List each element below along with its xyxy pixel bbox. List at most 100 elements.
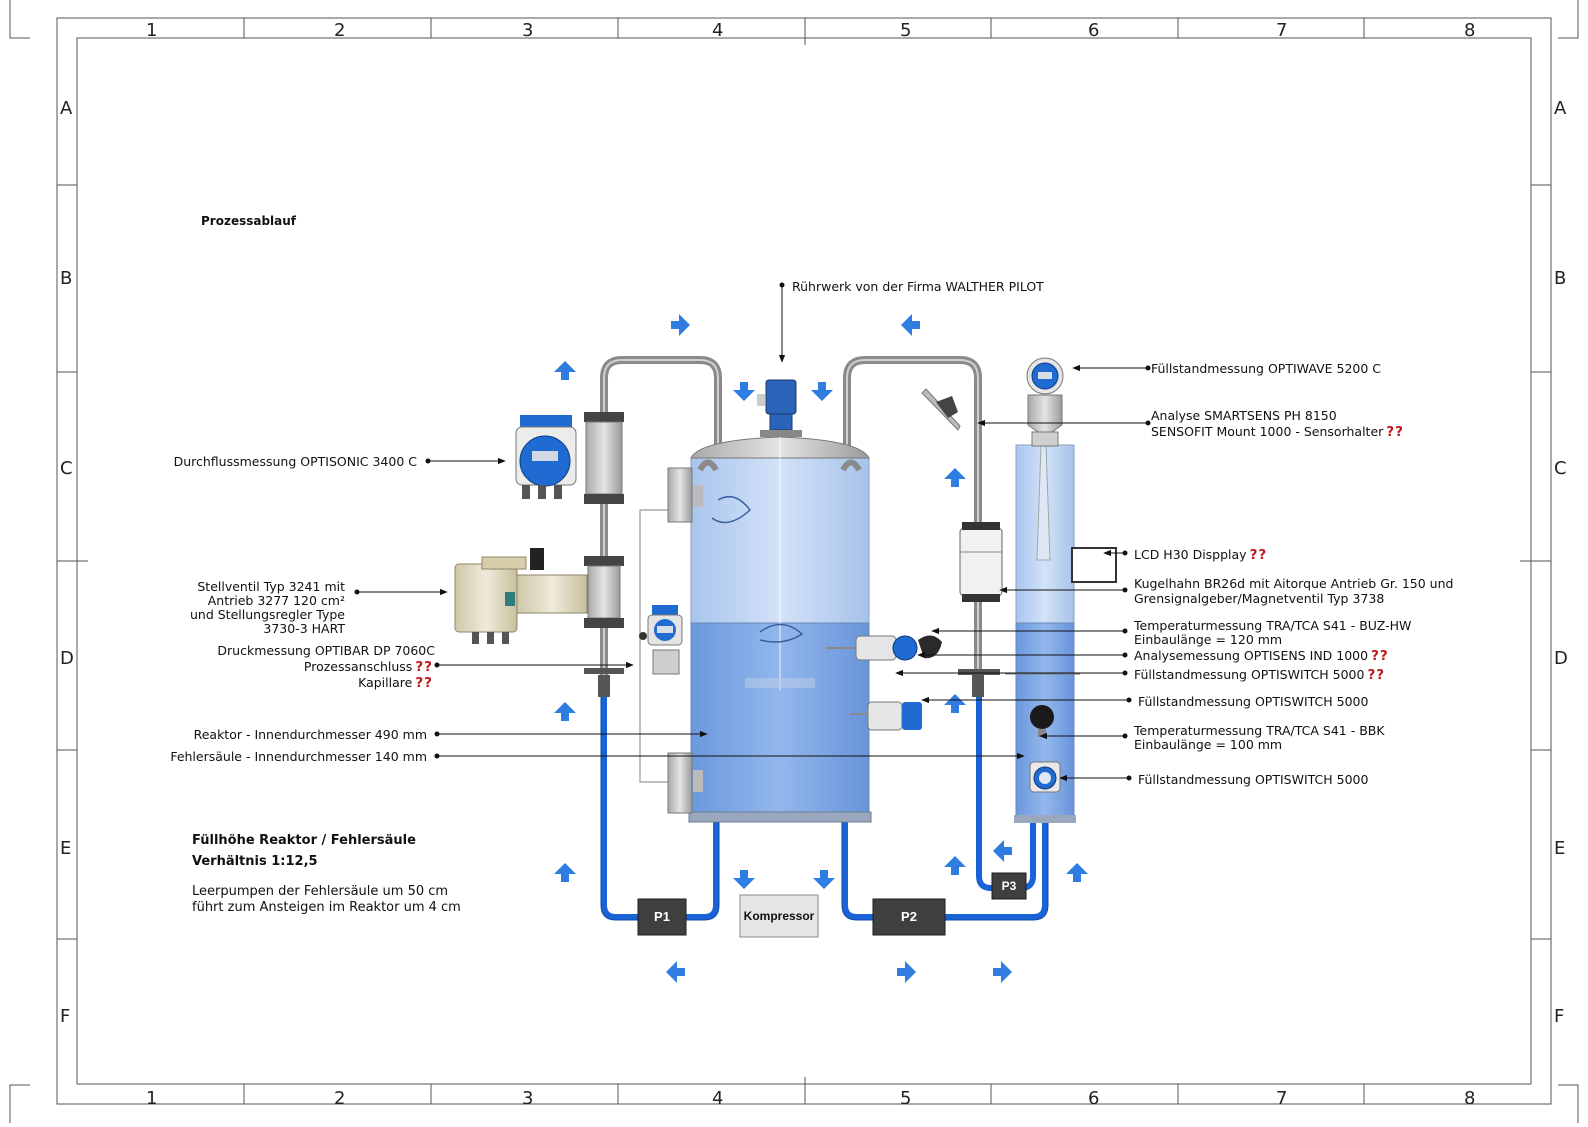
label-optibar-3-text: Kapillare [358, 675, 413, 690]
pump-p1-label: P1 [654, 909, 670, 924]
label-lcd: LCD H30 Dispplay?? [1134, 547, 1267, 563]
notes-heading-2: Verhältnis 1:12,5 [192, 854, 318, 869]
pipe-coupling [598, 675, 610, 697]
flow-arrow-down-icon [733, 870, 755, 889]
flow-arrow-down-icon [813, 870, 835, 889]
flow-arrow-down-icon [733, 382, 755, 401]
grid-row-label: E [1554, 838, 1566, 859]
label-optisens: Analysemessung OPTISENS IND 1000?? [1134, 648, 1389, 664]
optiswitch-sensor-3 [1029, 761, 1061, 793]
smartsens-probe [921, 388, 961, 431]
label-optisens-text: Analysemessung OPTISENS IND 1000 [1134, 648, 1369, 663]
optisonic-flow-meter [515, 412, 624, 504]
grid-row-label: D [60, 648, 74, 669]
question-mark: ?? [415, 675, 433, 691]
optiwave-radar [1026, 357, 1064, 447]
flow-arrow-up-icon [944, 694, 966, 713]
label-smartsens-1: Analyse SMARTSENS PH 8150 [1151, 408, 1337, 423]
pump-p3 [991, 872, 1027, 900]
grid-column-label: 2 [334, 20, 346, 41]
optiswitch-sensor-2 [850, 701, 922, 731]
grid-row-label: B [60, 268, 73, 289]
grid-column-label: 7 [1276, 1088, 1288, 1109]
label-optiswitch-3: Füllstandmessung OPTISWITCH 5000 [1138, 772, 1369, 787]
label-stellventil-3: und Stellungsregler Type [190, 607, 345, 622]
flow-arrow-up-icon [554, 361, 576, 380]
question-mark: ?? [1371, 648, 1389, 664]
grid-row-label: D [1554, 648, 1568, 669]
rotation-arrow-icon [759, 623, 804, 643]
ball-valve-actuator [959, 522, 1003, 602]
flow-arrow-right-icon [897, 961, 916, 983]
notes-text-1: Leerpumpen der Fehlersäule um 50 cm [192, 884, 449, 899]
grid-column-label: 3 [522, 1088, 534, 1109]
flow-arrow-up-icon [944, 856, 966, 875]
label-optiswitch-2: Füllstandmessung OPTISWITCH 5000 [1138, 694, 1369, 709]
label-stellventil-2: Antrieb 3277 120 cm² [207, 593, 345, 608]
label-fehlersaeule: Fehlersäule - Innendurchmesser 140 mm [170, 749, 427, 764]
label-optibar-1: Druckmessung OPTIBAR DP 7060C [217, 643, 435, 658]
label-optiwave: Füllstandmessung OPTIWAVE 5200 C [1151, 361, 1382, 376]
grid-column-label: 6 [1088, 1088, 1100, 1109]
optibar-pressure-transmitter [639, 605, 683, 675]
pipe-coupling [972, 675, 984, 697]
compressor [739, 894, 819, 938]
pipe-flange [584, 668, 624, 674]
flow-arrow-up-icon [944, 468, 966, 487]
question-mark: ?? [1367, 667, 1386, 683]
label-stellventil-4: 3730-3 HART [263, 621, 345, 636]
label-smartsens-2: SENSOFIT Mount 1000 - Sensorhalter?? [1151, 424, 1404, 440]
flow-arrow-left-icon [666, 961, 685, 983]
drawing-frame [9, 0, 1579, 1123]
label-optisonic: Durchflussmessung OPTISONIC 3400 C [173, 454, 417, 469]
column-dividers [243, 18, 1365, 1104]
question-mark: ?? [1249, 547, 1268, 563]
agitator-motor [757, 379, 802, 437]
grid-row-label: F [1554, 1006, 1565, 1027]
label-lcd-text: LCD H30 Dispplay [1134, 547, 1247, 562]
grid-column-label: 8 [1464, 1088, 1476, 1109]
grid-row-label: C [60, 458, 73, 479]
label-kugelhahn-1: Kugelhahn BR26d mit Aitorque Antrieb Gr.… [1134, 576, 1454, 591]
pipe-flange [958, 669, 1000, 675]
grid-column-label: 1 [146, 1088, 158, 1109]
row-dividers [57, 184, 1551, 940]
pump-p3-label: P3 [1002, 879, 1017, 893]
label-optibar-3: Kapillare?? [358, 675, 433, 691]
label-kugelhahn-2: Grensignalgeber/Magnetventil Typ 3738 [1134, 591, 1385, 606]
flow-arrow-right-icon [671, 314, 690, 336]
reactor-tank [688, 436, 872, 823]
grid-column-label: 8 [1464, 20, 1476, 41]
notes-heading-1: Füllhöhe Reaktor / Fehlersäule [192, 833, 416, 848]
label-temp-bbk-1: Temperaturmessung TRA/TCA S41 - BBK [1134, 723, 1385, 738]
label-smartsens-2-text: SENSOFIT Mount 1000 - Sensorhalter [1151, 424, 1384, 439]
grid-column-label: 4 [712, 1088, 724, 1109]
grid-column-label: 6 [1088, 20, 1100, 41]
flow-arrow-up-icon [554, 702, 576, 721]
flow-arrow-up-icon [554, 863, 576, 882]
grid-column-label: 5 [900, 1088, 912, 1109]
pump-p2-label: P2 [901, 909, 917, 924]
rotation-arrow-icon [711, 495, 752, 524]
label-temp-buz-2: Einbaulänge = 120 mm [1134, 632, 1283, 647]
grid-row-label: C [1554, 458, 1567, 479]
grid-row-label: F [60, 1006, 71, 1027]
flow-arrow-right-icon [993, 961, 1012, 983]
flow-arrow-left-icon [993, 840, 1012, 862]
label-optiswitch-1-text: Füllstandmessung OPTISWITCH 5000 [1134, 667, 1365, 682]
capillary-line [639, 509, 668, 783]
compressor-label: Kompressor [744, 909, 815, 923]
grid-column-label: 4 [712, 20, 724, 41]
label-temp-buz-1: Temperaturmessung TRA/TCA S41 - BUZ-HW [1134, 618, 1412, 633]
flow-arrow-left-icon [901, 314, 920, 336]
grid-column-label: 5 [900, 20, 912, 41]
question-mark: ?? [1386, 424, 1404, 440]
reactor-nozzle [667, 467, 703, 523]
label-ruehrwerk: Rührwerk von der Firma WALTHER PILOT [792, 279, 1044, 294]
flow-arrow-group [554, 314, 1088, 983]
grid-column-label: 7 [1276, 20, 1288, 41]
grid-row-label: A [1554, 98, 1567, 119]
grid-row-label: E [60, 838, 72, 859]
grid-column-label: 2 [334, 1088, 346, 1109]
